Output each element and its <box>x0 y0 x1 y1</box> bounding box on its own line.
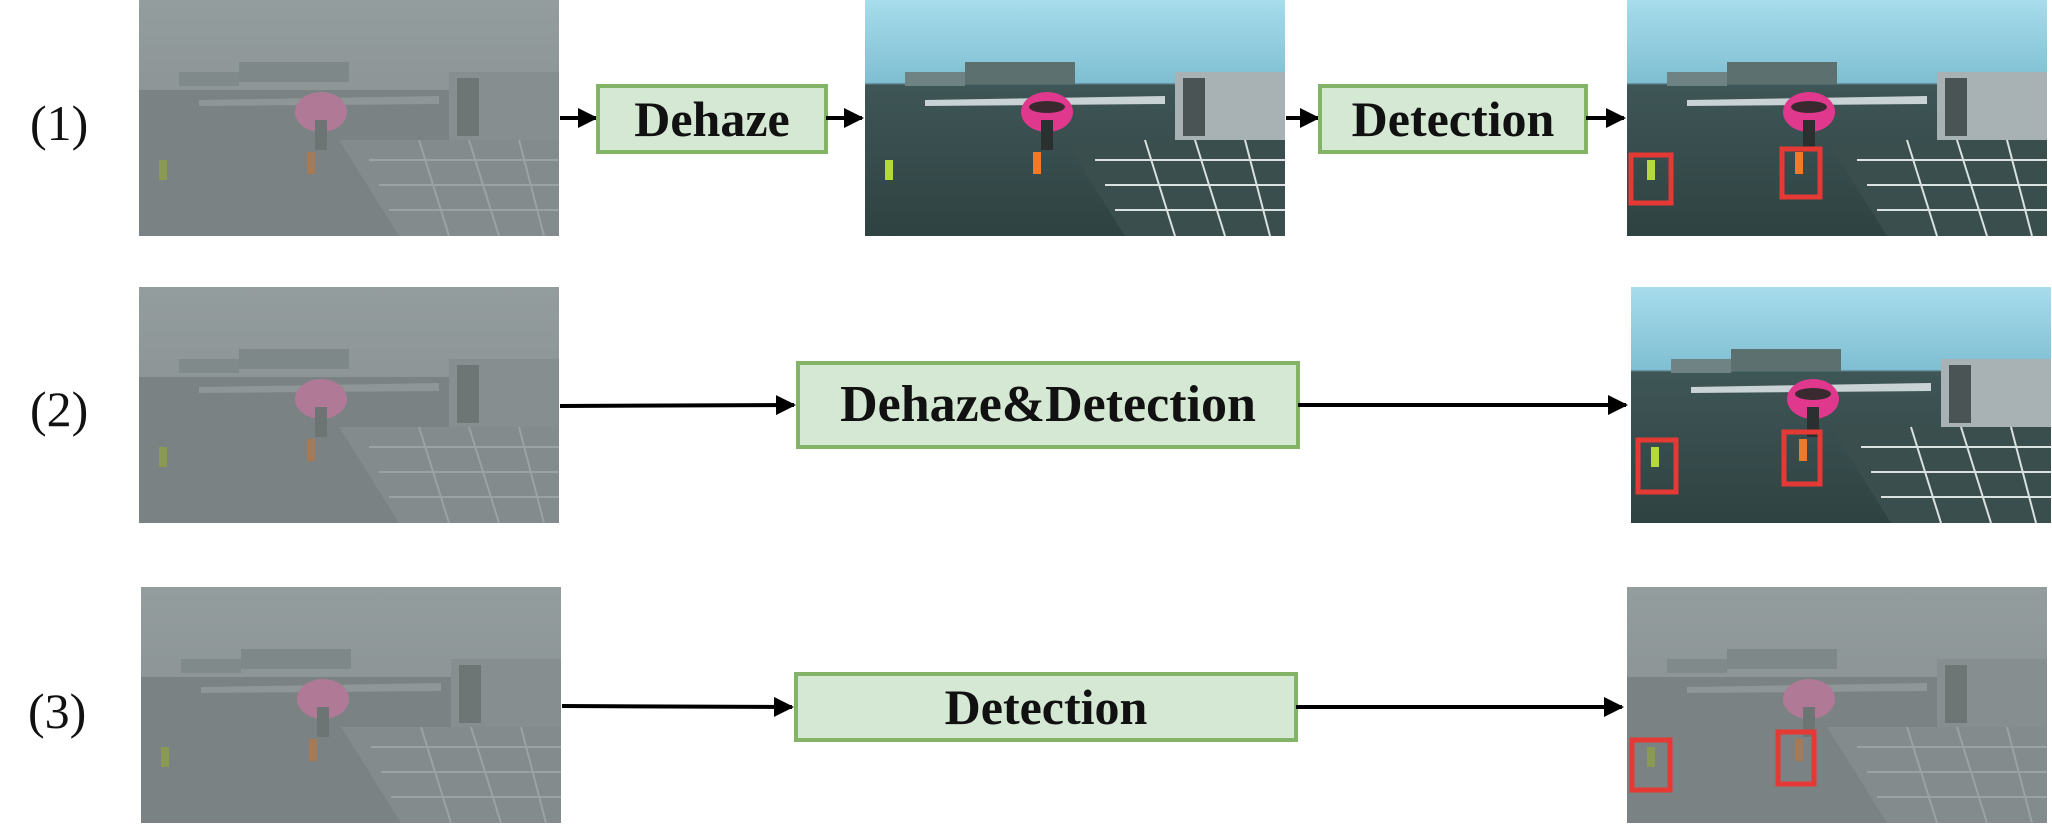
row2-dehaze-detection-label: Dehaze&Detection <box>840 376 1256 433</box>
row3-detection-label: Detection <box>945 679 1148 735</box>
row1-detection-label: Detection <box>1352 91 1555 147</box>
row1-detection-box-worker-2 <box>1779 146 1823 200</box>
row1-dehazed-image <box>864 0 1286 236</box>
row-label-1: (1) <box>30 95 88 151</box>
row-label-2: (2) <box>30 381 88 437</box>
row3-output-image <box>1626 587 2048 823</box>
row2-output-image <box>1630 287 2052 523</box>
row2-dehaze-detection-box <box>796 361 1300 449</box>
row3-detection-box <box>794 672 1298 742</box>
row2-input-image <box>138 287 560 523</box>
row1-detection-box-worker-1 <box>1628 152 1674 206</box>
row1-output-image <box>1626 0 2048 236</box>
row3-detection-box-worker-1 <box>1629 737 1673 793</box>
row-label-3: (3) <box>28 683 86 739</box>
row3-detection-box-worker-2 <box>1775 729 1817 787</box>
row2-arrow-1 <box>559 395 796 416</box>
row3-input-image <box>140 587 562 823</box>
row1-dehaze-label: Dehaze <box>634 91 790 147</box>
row1-input-image <box>138 0 560 236</box>
row3-arrow-1 <box>561 696 794 717</box>
row2-detection-box-worker-2 <box>1781 429 1823 487</box>
row2-detection-box-worker-1 <box>1635 437 1679 495</box>
row1-detection-box <box>1318 84 1588 154</box>
